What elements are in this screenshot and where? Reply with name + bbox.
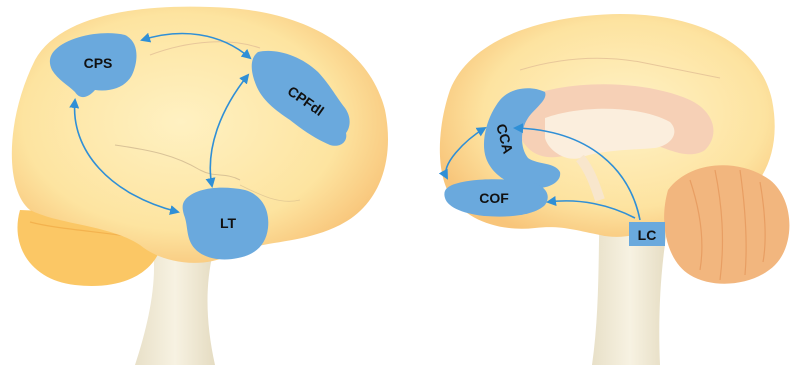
label-lt: LT — [220, 215, 237, 231]
label-cca: CCA — [493, 122, 516, 155]
thalamus — [545, 108, 675, 159]
lateral-brain: CPS CPFdl LT — [11, 6, 388, 365]
brainstem-left — [135, 235, 215, 365]
region-cca — [483, 88, 561, 189]
arrow-cps-cpfdl — [140, 32, 252, 60]
label-cps: CPS — [84, 55, 113, 71]
region-cpfdl — [251, 50, 350, 146]
arrow-cca-cof — [438, 126, 487, 180]
region-cof — [444, 179, 548, 217]
region-lc — [629, 222, 665, 246]
label-cof: COF — [479, 190, 509, 206]
medial-brain: CCA COF LC — [438, 14, 790, 365]
arrow-cpfdl-lt — [205, 73, 250, 188]
arrow-cps-lt — [69, 98, 180, 215]
arrow-lc-cof — [546, 196, 636, 219]
region-lt — [182, 187, 269, 260]
label-lc: LC — [638, 227, 657, 243]
cerebellum-right — [664, 165, 790, 284]
arrow-lc-cca — [513, 123, 641, 221]
region-cps — [49, 33, 137, 98]
